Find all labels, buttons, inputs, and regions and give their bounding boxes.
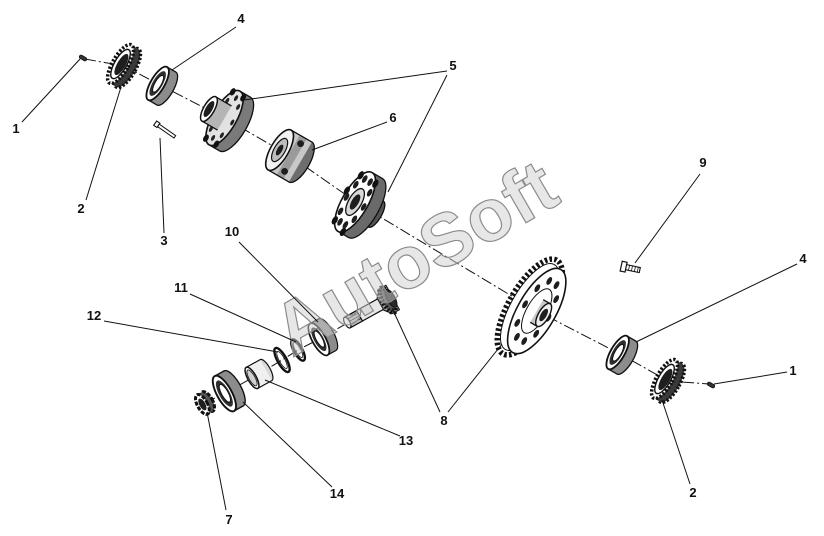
leader-11 (189, 293, 297, 343)
pin-right (706, 381, 716, 389)
leader-2-right (661, 399, 691, 485)
main-axis-centerline (84, 58, 710, 385)
leader-lines (21, 26, 798, 511)
callout-1-right: 1 (789, 363, 796, 378)
bolt-9 (619, 260, 641, 274)
callout-6: 6 (389, 110, 396, 125)
sleeve-13 (244, 358, 274, 390)
bolt-3 (152, 120, 177, 139)
leader-12 (103, 320, 279, 353)
callout-4-left: 4 (237, 11, 245, 26)
callout-2-right: 2 (689, 485, 696, 500)
callout-2-left: 2 (77, 201, 84, 216)
bearing-cup-right (601, 331, 643, 379)
callout-14: 14 (330, 486, 345, 501)
callout-12: 12 (87, 308, 101, 323)
leader-8-b (447, 343, 503, 413)
nut-7 (193, 390, 217, 416)
leader-1-right (713, 371, 788, 385)
leader-13 (264, 379, 401, 437)
callout-13: 13 (399, 433, 413, 448)
adjuster-ring-right (644, 354, 692, 408)
case-half-right (331, 171, 387, 239)
rim-lugs (331, 171, 379, 237)
leader-1-left (21, 58, 81, 123)
callout-5: 5 (449, 58, 456, 73)
leader-3 (159, 137, 165, 234)
callout-1-left: 1 (12, 121, 19, 136)
leader-14 (242, 401, 333, 488)
callout-3: 3 (160, 233, 167, 248)
callout-11: 11 (174, 280, 188, 295)
callout-10: 10 (225, 224, 239, 239)
leader-8-a (391, 307, 441, 413)
bolt-holes (514, 277, 560, 345)
spider-gear-set (264, 128, 315, 184)
callout-labels: 1 2 4 5 6 3 10 11 12 9 4 1 8 13 14 2 7 (12, 11, 807, 527)
pinion-shaft (342, 284, 401, 329)
leader-9 (634, 173, 701, 264)
leader-7 (206, 411, 227, 511)
bearing-cup-left (141, 62, 183, 110)
callout-8: 8 (440, 413, 447, 428)
callout-7: 7 (225, 512, 232, 527)
leader-4-right (635, 263, 798, 343)
adjuster-ring-left (100, 39, 148, 93)
callout-9: 9 (699, 155, 706, 170)
leader-10 (238, 241, 319, 323)
leader-6 (311, 121, 388, 151)
leader-4-left (171, 26, 237, 71)
leader-5-b (387, 74, 448, 193)
ring-gear (494, 256, 567, 358)
callout-4-right: 4 (799, 251, 807, 266)
pin-left (78, 54, 88, 62)
leader-5-a (243, 70, 448, 101)
case-half-left (199, 88, 255, 153)
leader-2-left (85, 86, 122, 201)
ring-11 (289, 338, 307, 362)
bolt-holes (337, 175, 373, 229)
